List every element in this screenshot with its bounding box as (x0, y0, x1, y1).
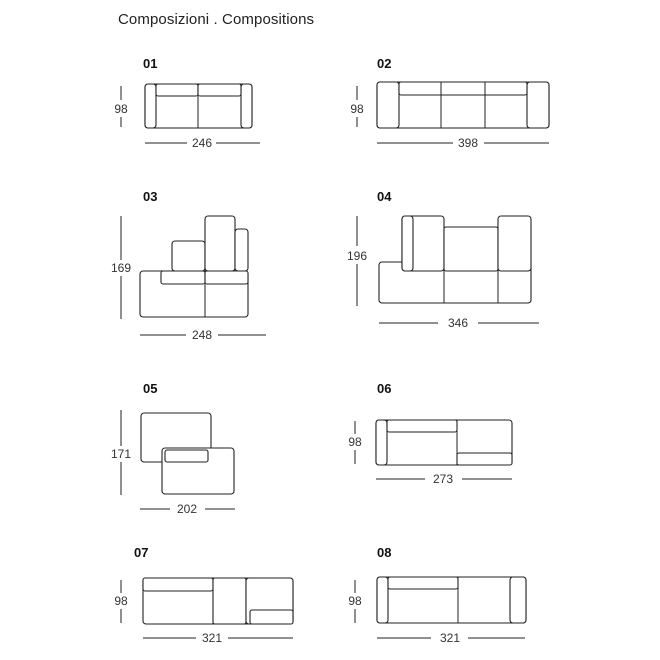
composition-number: 03 (143, 189, 157, 204)
composition-number: 02 (377, 56, 391, 71)
width-label: 321 (440, 631, 460, 645)
width-label: 246 (192, 136, 212, 150)
sofa-plan (376, 576, 527, 624)
depth-label: 98 (114, 102, 128, 116)
composition-08: 08 98 321 (348, 545, 527, 645)
width-label: 248 (192, 328, 212, 342)
width-label: 273 (433, 472, 453, 486)
composition-02: 02 98 398 (350, 56, 550, 150)
width-label: 202 (177, 502, 197, 516)
sofa-plan (142, 577, 294, 625)
composition-03: 03 169 248 (111, 189, 266, 342)
sofa-plan (375, 419, 513, 466)
composition-number: 06 (377, 381, 391, 396)
composition-06: 06 98 273 (348, 381, 513, 486)
depth-label: 98 (114, 594, 128, 608)
composition-number: 04 (377, 189, 392, 204)
composition-01: 01 98 246 (114, 56, 260, 150)
composition-number: 01 (143, 56, 157, 71)
depth-label: 98 (348, 435, 362, 449)
page-title: Composizioni . Compositions (118, 11, 315, 28)
sofa-plan (139, 215, 249, 318)
width-label: 346 (448, 316, 468, 330)
depth-label: 98 (350, 102, 364, 116)
sofa-plan (376, 81, 550, 129)
composition-05: 05 171 202 (111, 381, 235, 516)
sofa-plan (378, 215, 532, 304)
composition-number: 08 (377, 545, 391, 560)
sofa-plan (144, 83, 253, 129)
depth-label: 196 (347, 249, 367, 263)
composition-04: 04 196 346 (347, 189, 539, 330)
composition-07: 07 98 321 (114, 545, 294, 645)
depth-label: 169 (111, 261, 131, 275)
depth-label: 98 (348, 594, 362, 608)
composition-number: 07 (134, 545, 148, 560)
width-label: 398 (458, 136, 478, 150)
sofa-plan (140, 412, 235, 495)
depth-label: 171 (111, 447, 131, 461)
composition-number: 05 (143, 381, 157, 396)
width-label: 321 (202, 631, 222, 645)
